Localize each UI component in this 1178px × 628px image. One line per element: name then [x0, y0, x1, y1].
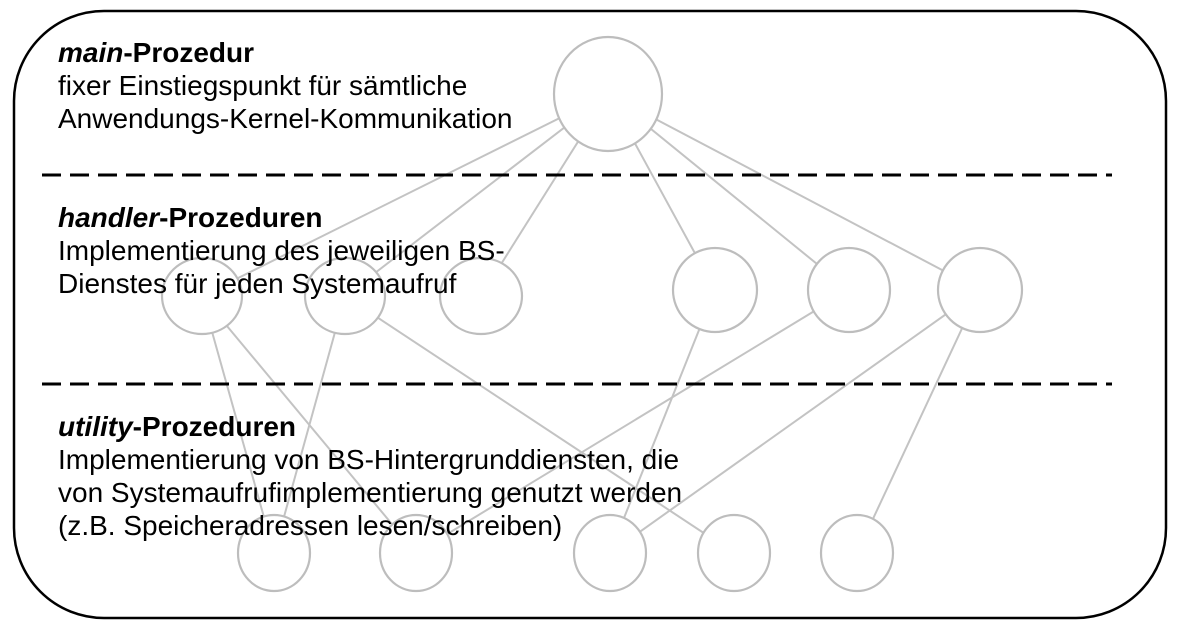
node-utility-4	[696, 513, 772, 593]
layer-title-handler: handler-Prozeduren	[58, 201, 505, 234]
node-handler-5	[806, 246, 892, 334]
layer-title-utility-rest: -Prozeduren	[132, 411, 297, 442]
layer-label-handler: handler-Prozeduren Implementierung des j…	[58, 201, 505, 300]
layer-title-main: main-Prozedur	[58, 36, 512, 69]
layer-desc-line: Anwendungs-Kernel-Kommunikation	[58, 103, 513, 134]
node-handler-3	[438, 256, 524, 336]
node-utility-5	[819, 513, 895, 593]
node-handler-1	[160, 256, 244, 336]
edge-handler-2-utility-1	[273, 295, 346, 554]
edge-handler-6-utility-5	[856, 289, 981, 554]
layer-desc-line: Dienstes für jeden Systemaufruf	[58, 268, 457, 299]
node-utility-1	[236, 513, 312, 593]
layer-desc-line: (z.B. Speicheradressen lesen/schreiben)	[58, 510, 563, 541]
layer-title-main-rest: -Prozedur	[123, 37, 255, 68]
layer-label-utility: utility-Prozeduren Implementierung von B…	[58, 410, 682, 542]
edge-main-handler-1	[201, 93, 609, 297]
edge-main-handler-6	[607, 93, 981, 291]
node-utility-3	[572, 513, 648, 593]
layer-title-utility: utility-Prozeduren	[58, 410, 682, 443]
node-main	[552, 35, 664, 153]
layer-desc-line: von Systemaufrufimplementierung genutzt …	[58, 477, 683, 508]
layer-desc-line: fixer Einstiegspunkt für sämtliche	[58, 70, 468, 101]
node-handler-4	[671, 246, 759, 334]
layer-title-main-keyword: main	[58, 37, 124, 68]
layer-desc-line: Implementierung von BS-Hintergrunddienst…	[58, 444, 680, 475]
layer-title-handler-rest: -Prozeduren	[159, 202, 323, 233]
edge-handler-1-utility-1	[201, 295, 275, 554]
edge-handler-4-utility-3	[609, 289, 716, 554]
layer-title-handler-keyword: handler	[58, 202, 160, 233]
layer-desc-line: Implementierung des jeweiligen BS-	[58, 235, 505, 266]
diagram-frame	[12, 9, 1168, 620]
edge-handler-6-utility-3	[609, 289, 981, 554]
layer-title-utility-keyword: utility	[58, 411, 133, 442]
node-utility-2	[378, 513, 454, 593]
node-handler-6	[936, 246, 1024, 334]
node-handler-2	[303, 256, 387, 336]
layer-label-main: main-Prozedur fixer Einstiegspunkt für s…	[58, 36, 512, 135]
edge-handler-5-utility-2	[415, 289, 850, 554]
